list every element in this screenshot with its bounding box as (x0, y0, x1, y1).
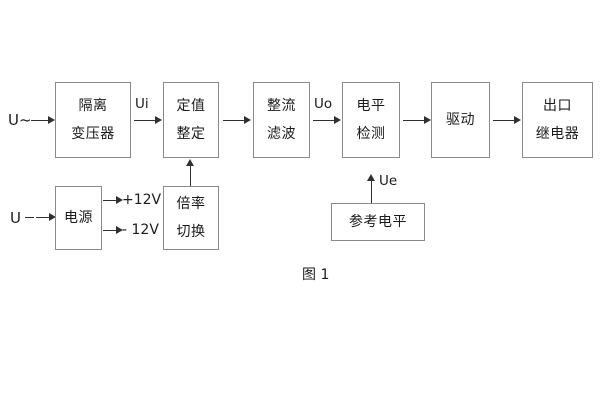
figure-caption: 图 1 (302, 267, 330, 283)
block-rectify-filter-line1: 整流 (267, 98, 296, 114)
block-level-detection-line1: 电平 (356, 98, 386, 114)
block-power-supply[interactable]: 电源 (55, 186, 102, 250)
block-drive[interactable]: 驱动 (431, 82, 490, 158)
block-isolation-transformer[interactable]: 隔离 变压器 (55, 82, 131, 158)
block-multiplier-switch-line1: 倍率 (176, 196, 206, 212)
rail-negative-label: - 12V (122, 222, 159, 238)
block-reference-level-line1: 参考电平 (349, 214, 407, 230)
block-isolation-transformer-line2: 变压器 (71, 126, 115, 142)
input-dc-dash (25, 217, 34, 219)
signal-ui-label: Ui (135, 96, 149, 112)
block-rectify-filter[interactable]: 整流 滤波 (253, 82, 310, 158)
rail-positive-label: +12V (122, 192, 162, 208)
block-level-detection[interactable]: 电平 检测 (342, 82, 400, 158)
block-setting-value-line2: 整定 (176, 126, 206, 142)
block-setting-value-line1: 定值 (176, 98, 206, 114)
block-output-relay-line1: 出口 (543, 98, 572, 114)
arrow-level-detection-to-drive (403, 116, 431, 125)
arrow-rail-positive (103, 196, 123, 205)
block-power-supply-line1: 电源 (64, 210, 93, 226)
block-isolation-transformer-line1: 隔离 (78, 98, 108, 114)
block-rectify-filter-line2: 滤波 (267, 126, 296, 142)
block-level-detection-line2: 检测 (356, 126, 386, 142)
arrow-rectify-filter-to-level-detection (313, 116, 341, 125)
block-multiplier-switch[interactable]: 倍率 切换 (163, 186, 219, 250)
input-dc-label: U (10, 209, 21, 227)
signal-ue-label: Ue (379, 173, 398, 189)
arrow-drive-to-output-relay (493, 116, 521, 125)
arrow-input-dc-to-power-supply (36, 213, 56, 222)
arrow-rail-negative (103, 226, 123, 235)
signal-uo-label: Uo (314, 96, 333, 112)
input-ac-label: U~ (8, 111, 32, 129)
block-drive-line1: 驱动 (446, 112, 475, 128)
arrow-reference-level-to-level-detection (367, 174, 376, 203)
block-reference-level[interactable]: 参考电平 (331, 203, 425, 241)
block-setting-value[interactable]: 定值 整定 (163, 82, 219, 158)
arrow-setting-value-to-rectify-filter (223, 116, 251, 125)
block-output-relay[interactable]: 出口 继电器 (522, 82, 593, 158)
block-multiplier-switch-line2: 切换 (176, 224, 206, 240)
block-output-relay-line2: 继电器 (535, 126, 580, 142)
arrow-input-ac-to-isolation-transformer (31, 116, 55, 125)
arrow-isolation-transformer-to-setting-value (134, 116, 162, 125)
arrow-multiplier-switch-to-setting-value (186, 159, 195, 186)
